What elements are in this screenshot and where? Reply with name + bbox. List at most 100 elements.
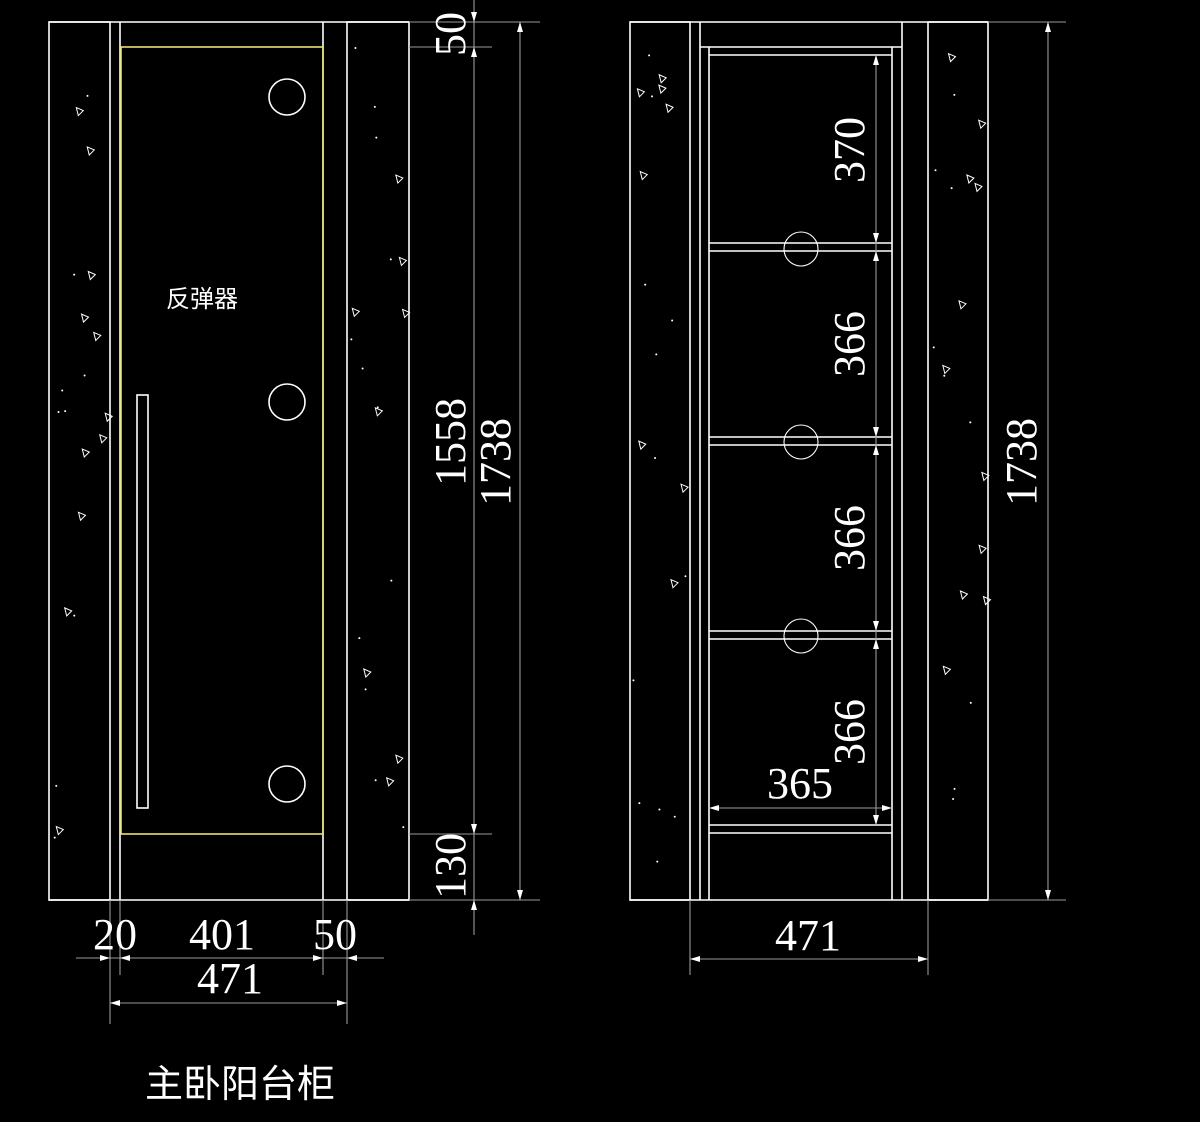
hatch-triangle [942,364,951,375]
hatch-dot [658,808,661,811]
side-view [629,21,989,901]
dim-door-height: 1558 [426,398,475,486]
door-handle [136,394,149,809]
hatch-triangle [401,308,411,319]
side-overall-dims: 1738 471 [689,21,1066,975]
hatch-dot [655,353,658,356]
latch-1 [783,231,819,267]
hatch-dot [375,136,378,139]
hatch-dot [373,105,376,108]
hatch-triangle [395,754,404,765]
dim-shelf-1: 370 [825,117,874,183]
hatch-dot [934,169,937,172]
hatch-triangle [638,440,647,451]
hatch-dot [969,421,972,424]
dim-total-width-side: 471 [775,911,841,960]
right-wall-section [927,21,989,901]
dim-inner-width: 365 [767,759,833,808]
hatch-dot [953,787,956,790]
hatch-dot [932,346,935,349]
hatch-dot [61,389,64,392]
hatch-triangle [680,483,689,494]
hatch-triangle [395,174,404,185]
hatch-dot [86,94,89,97]
hatch-triangle [87,270,97,281]
hatch-dot [364,688,367,691]
hatch-dot [53,836,56,839]
hatch-dot [651,95,654,98]
hatch-dot [952,797,955,800]
hatch-triangle [959,590,969,600]
hatch-dot [684,575,687,578]
hatch-dot [390,579,393,582]
dim-bottom-gap: 130 [426,833,475,899]
dim-right-width: 50 [313,910,357,959]
hatch-triangle [958,299,967,310]
left-wall-section [629,21,691,901]
rebound-device-bottom [268,765,306,803]
hatch-dot [64,410,67,413]
hatch-triangle [75,106,85,117]
hatch-dot [55,784,58,787]
latch-2 [783,424,819,460]
hatch-triangle [639,170,649,181]
hatch-dot [671,319,674,322]
hatch-triangle [81,448,91,459]
dim-total-height-front: 1738 [471,418,520,506]
door-panel [120,46,324,835]
hatch-triangle [398,256,408,267]
hatch-dot [402,826,405,829]
hatch-triangle [947,52,957,63]
right-wall [346,21,410,901]
left-wall [48,21,111,901]
dim-shelf-2: 366 [825,311,874,377]
hatch-dot [361,367,364,370]
dim-shelf-3: 366 [825,505,874,571]
hatch-dot [632,679,635,682]
front-vertical-dims: 50 1558 1738 130 [409,0,540,935]
hatch-dot [57,411,60,414]
concrete-hatch [53,47,992,863]
hatch-dot [673,815,676,818]
hatch-dot [943,374,946,377]
hatch-triangle [77,511,87,522]
hatch-triangle [374,406,384,417]
hatch-dot [389,258,392,261]
hatch-dot [374,779,377,782]
front-view: 反弹器 [48,21,410,901]
hatch-dot [644,283,647,286]
latch-3 [783,618,819,654]
hatch-triangle [658,84,667,95]
hatch-triangle [658,73,668,84]
hatch-dot [358,637,361,640]
dim-left-width: 20 [93,910,137,959]
dim-total-height-side: 1738 [997,418,1046,506]
hatch-triangle [55,825,65,836]
front-horizontal-dims: 20 401 50 471 [76,900,384,1024]
rebound-device-top [268,78,306,116]
hatch-triangle [99,433,108,444]
dim-top-gap: 50 [426,12,475,56]
hatch-dot [350,338,353,341]
dim-shelf-4: 366 [825,699,874,765]
hatch-triangle [966,174,975,184]
hatch-triangle [93,331,102,342]
rebound-device-label: 反弹器 [166,285,238,313]
hatch-triangle [86,146,96,156]
hatch-dot [73,614,76,617]
hatch-triangle [363,668,372,678]
hatch-triangle [351,307,361,318]
hatch-triangle [982,595,992,606]
dim-total-width-front: 471 [197,954,263,1003]
hatch-triangle [978,544,987,555]
hatch-triangle [977,119,987,130]
hatch-dot [969,701,972,704]
hatch-dot [376,406,379,409]
hatch-dot [638,802,641,805]
hatch-dot [950,187,953,190]
hatch-triangle [942,665,952,676]
hatch-triangle [385,776,395,787]
hatch-dot [83,374,86,377]
hatch-dot [953,93,956,96]
